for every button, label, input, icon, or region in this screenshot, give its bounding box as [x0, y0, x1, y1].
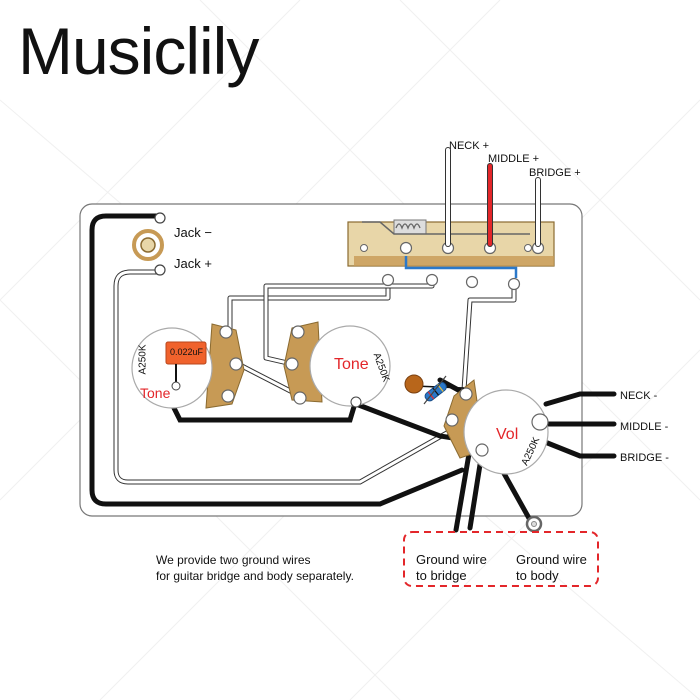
ground-wire-bridge-note: Ground wire to bridge [416, 552, 487, 584]
tone1-value: A250K [137, 344, 149, 375]
neck-minus-label: NECK - [620, 390, 658, 402]
ground-info-note: We provide two ground wires for guitar b… [156, 552, 354, 584]
ground-bridge-line-2: to bridge [416, 568, 467, 583]
ground-info-line-1: We provide two ground wires [156, 553, 311, 567]
brand-title: Musiclily [18, 14, 259, 88]
ground-wire-loop [89, 213, 465, 507]
pickup-hot-wires [445, 147, 541, 247]
jack-plus-label: Jack + [174, 256, 212, 271]
capacitor-value: 0.022uF [170, 347, 204, 357]
ground-note-box [403, 531, 599, 587]
tone-pot-1 [131, 323, 245, 409]
ground-wire-body-note: Ground wire to body [516, 552, 587, 584]
ground-body-line-1: Ground wire [516, 552, 587, 567]
ground-body-line-2: to body [516, 568, 559, 583]
jack-minus-label: Jack − [174, 225, 212, 240]
tone2-label: Tone [334, 356, 369, 373]
bridge-plus-label: BRIDGE + [529, 167, 581, 179]
tone1-label: Tone [140, 385, 171, 401]
treble-bleed-network [404, 374, 465, 405]
ground-info-line-2: for guitar bridge and body separately. [156, 569, 354, 583]
middle-plus-label: MIDDLE + [488, 153, 540, 165]
bridge-minus-label: BRIDGE - [620, 452, 669, 464]
tone-pot-2 [283, 321, 391, 408]
ground-bridge-line-1: Ground wire [416, 552, 487, 567]
jack-socket [132, 212, 166, 276]
volume-label: Vol [496, 426, 519, 443]
middle-minus-label: MIDDLE - [620, 421, 669, 433]
ground-ring-terminal [525, 515, 543, 533]
neck-plus-label: NECK + [449, 140, 490, 152]
volume-pot [443, 379, 549, 475]
